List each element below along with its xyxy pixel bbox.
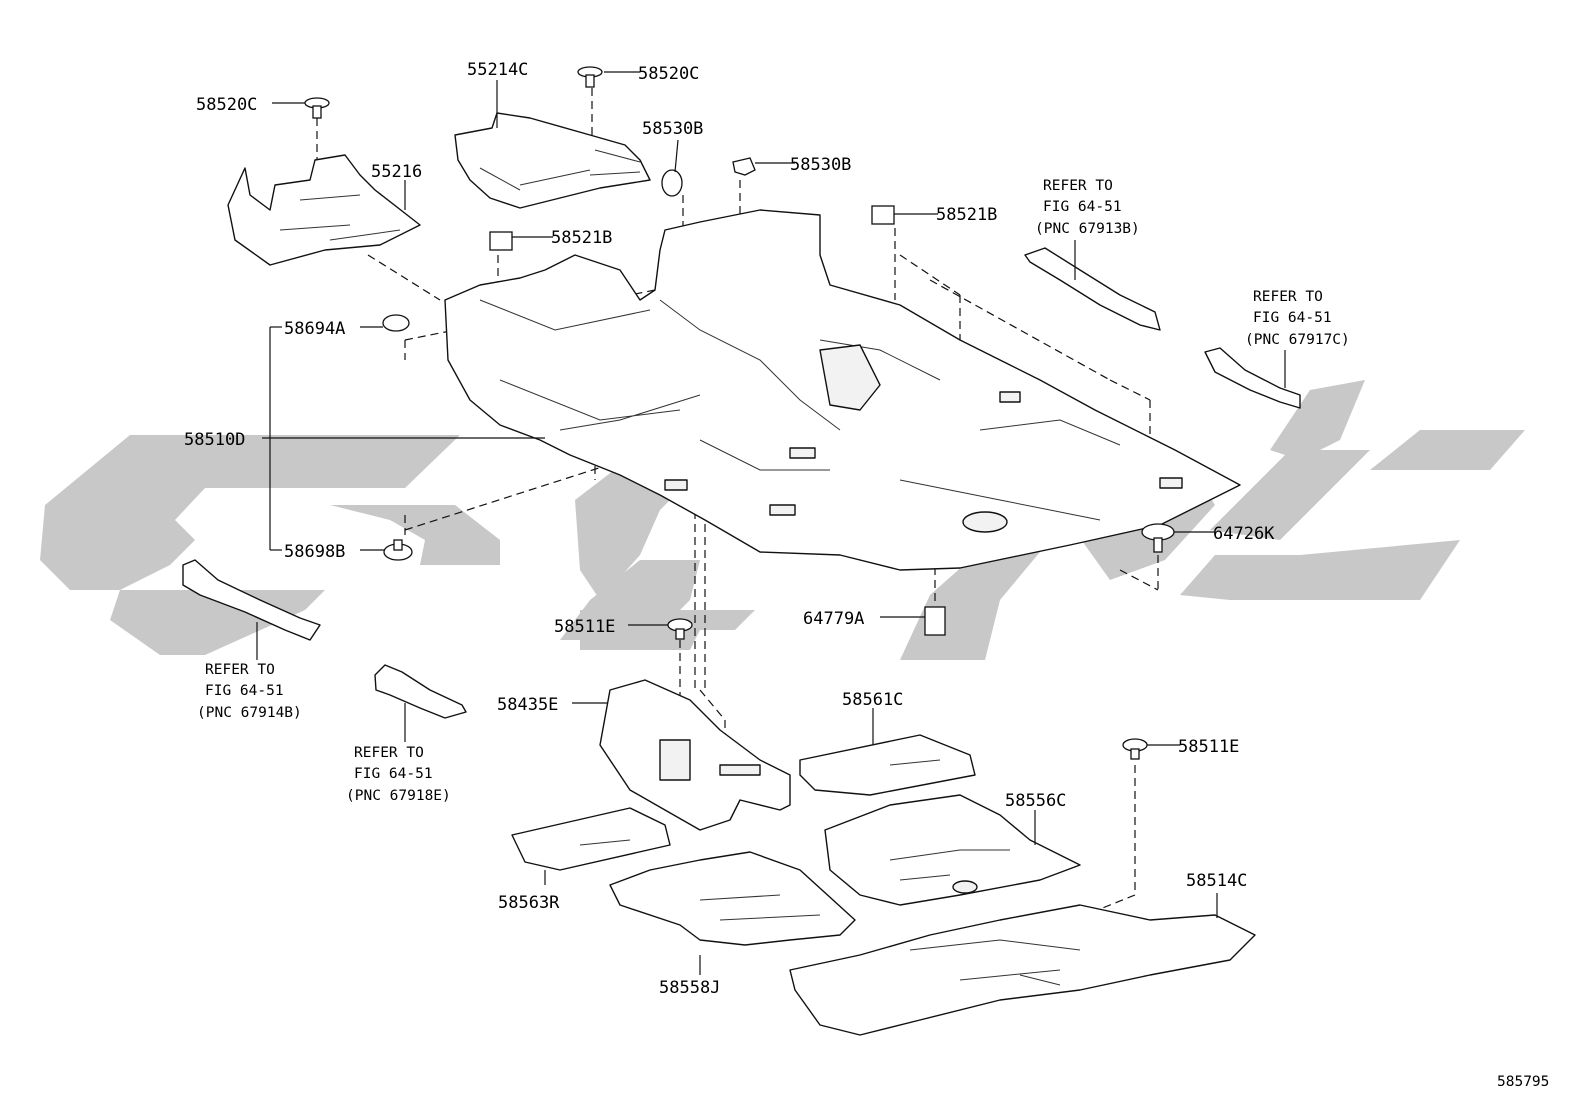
part-67918E-shape (374, 664, 467, 719)
ref-line-3: (PNC 67914B) (197, 705, 302, 721)
clip-58530B-b-icon (732, 157, 756, 176)
ref-line-2: FIG 64-51 (1043, 199, 1122, 215)
label-58556C: 58556C (1005, 791, 1066, 811)
label-64726K: 64726K (1213, 524, 1275, 544)
label-58520C-left: 58520C (196, 95, 257, 115)
leader-lines (256, 71, 1286, 975)
label-58510D: 58510D (184, 430, 245, 450)
label-58521B-b: 58521B (936, 205, 997, 225)
ref-line-2: FIG 64-51 (354, 766, 433, 782)
label-58698B: 58698B (284, 542, 345, 562)
part-58514C-shape (789, 904, 1256, 1036)
part-55214C-shape (454, 112, 651, 209)
reference-note-67917C: REFER TO FIG 64-51 (PNC 67917C) (1245, 289, 1350, 348)
clip-58511E-a-icon (667, 618, 693, 640)
clip-58521B-a-icon (489, 231, 513, 251)
label-55216: 55216 (371, 162, 422, 182)
ref-line-3: (PNC 67913B) (1035, 221, 1140, 237)
label-58514C: 58514C (1186, 871, 1247, 891)
label-58435E: 58435E (497, 695, 558, 715)
label-58561C: 58561C (842, 690, 903, 710)
reference-note-67918E: REFER TO FIG 64-51 (PNC 67918E) (346, 745, 451, 804)
ref-line-1: REFER TO (1253, 289, 1323, 305)
label-58521B-a: 58521B (551, 228, 612, 248)
clip-64779A-icon (924, 606, 946, 636)
ref-line-1: REFER TO (1043, 178, 1113, 194)
ref-line-3: (PNC 67918E) (346, 788, 451, 804)
part-58558J-shape (609, 851, 856, 946)
clip-58698B-icon (383, 539, 413, 561)
label-58563R: 58563R (498, 893, 560, 913)
reference-note-67914B: REFER TO FIG 64-51 (PNC 67914B) (197, 662, 302, 721)
part-labels: 55214C 58520C 58520C 55216 58530B 58530B… (184, 60, 1275, 998)
label-58520C-top: 58520C (638, 64, 699, 84)
label-55214C: 55214C (467, 60, 528, 80)
label-58694A: 58694A (284, 319, 345, 339)
clip-58521B-b-icon (871, 205, 895, 225)
part-58435E-shape (599, 679, 791, 831)
ref-line-1: REFER TO (205, 662, 275, 678)
part-58556C-shape (824, 794, 1081, 906)
ref-line-1: REFER TO (354, 745, 424, 761)
label-58530B-a: 58530B (642, 119, 703, 139)
clip-58520C-top-icon (577, 66, 603, 88)
clip-58520C-left-icon (304, 97, 330, 119)
part-67917C-shape (1204, 347, 1301, 409)
label-58530B-b: 58530B (790, 155, 851, 175)
clip-58511E-b-icon (1122, 738, 1148, 760)
label-58511E-a: 58511E (554, 617, 615, 637)
ref-line-2: FIG 64-51 (1253, 310, 1332, 326)
part-58510D-shape (444, 209, 1241, 571)
label-58558J: 58558J (659, 978, 720, 998)
clip-58694A-icon (382, 314, 410, 332)
ref-line-2: FIG 64-51 (205, 683, 284, 699)
clip-58530B-a-icon (661, 169, 683, 197)
ref-line-3: (PNC 67917C) (1245, 332, 1350, 348)
label-58511E-b: 58511E (1178, 737, 1239, 757)
part-55216-shape (227, 154, 421, 266)
label-64779A: 64779A (803, 609, 864, 629)
reference-note-67913B: REFER TO FIG 64-51 (PNC 67913B) (1035, 178, 1140, 237)
part-58561C-shape (799, 734, 976, 796)
part-67913B-shape (1024, 247, 1161, 331)
part-58563R-shape (511, 807, 671, 871)
diagram-number: 585795 (1497, 1074, 1549, 1090)
part-67914B-shape (182, 559, 321, 641)
